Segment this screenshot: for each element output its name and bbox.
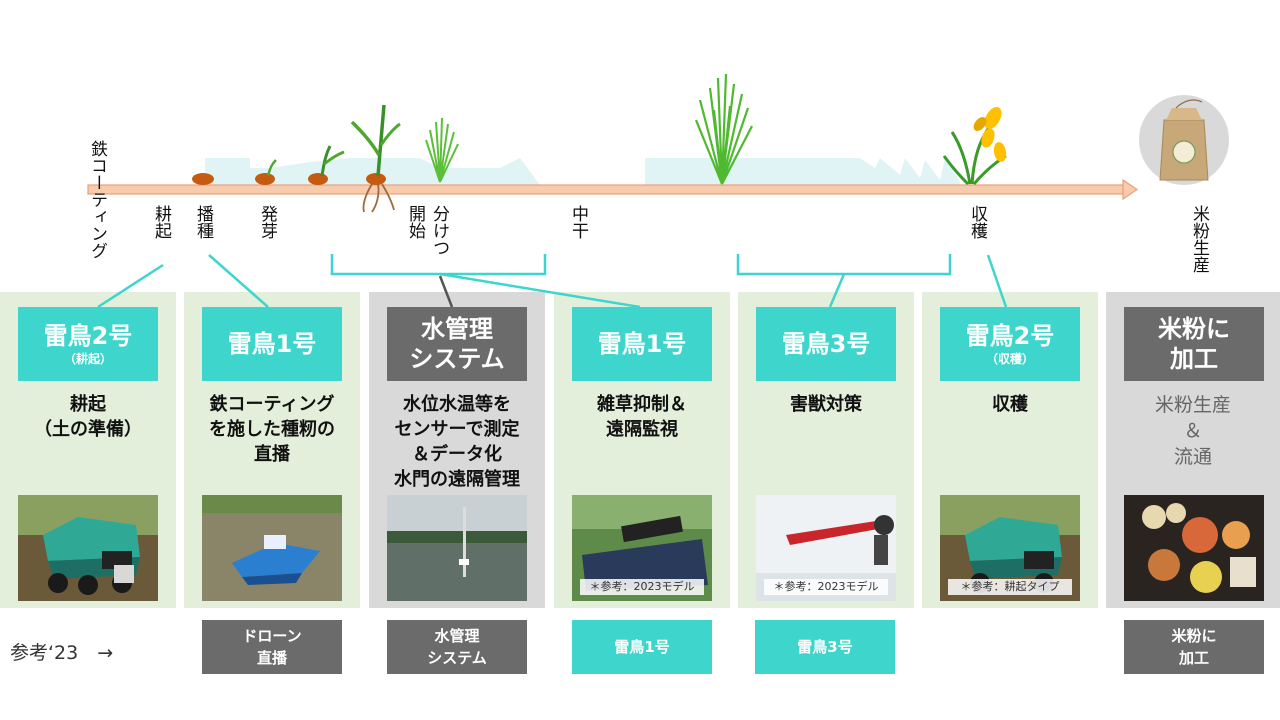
rice-ear-icon bbox=[942, 107, 1007, 186]
badge-raicho1-weed: 雷鳥1号 bbox=[572, 307, 712, 381]
ref-raicho1: 雷鳥1号 bbox=[572, 620, 712, 674]
badge-water-system: 水管理 システム bbox=[387, 307, 527, 381]
stage-label-kaishi: 開始 bbox=[405, 205, 425, 239]
column-description: 害獣対策 bbox=[790, 394, 862, 415]
badge-title: 雷鳥1号 bbox=[597, 330, 687, 358]
growth-stages bbox=[192, 73, 1229, 213]
rice-plant-icon bbox=[694, 73, 753, 185]
photo-robot-kouki bbox=[18, 495, 158, 601]
ref-raicho3: 雷鳥3号 bbox=[755, 620, 895, 674]
stage-label-hashu: 播種 bbox=[193, 205, 213, 239]
ref-water-system: 水管理 システム bbox=[387, 620, 527, 674]
column-description: 収穫 bbox=[992, 394, 1028, 415]
timeline-arrow bbox=[87, 178, 1139, 201]
badge-title: 雷鳥3号 bbox=[781, 330, 871, 358]
column-description: 耕起 （土の準備） bbox=[34, 394, 142, 440]
photo-raicho1: ＊参考：2023モデル bbox=[572, 495, 712, 601]
column-description: 米粉生産 ＆ 流通 bbox=[1154, 394, 1231, 468]
photo-caption: ＊参考：2023モデル bbox=[764, 579, 888, 595]
stage-label-bunketsu: 分けつ bbox=[429, 205, 449, 256]
column-harvest: 雷鳥2号 （収穫） 収穫 ＊参考：耕起タイプ bbox=[922, 292, 1098, 608]
rice-plant-icon bbox=[350, 104, 401, 213]
column-description: 雑草抑制＆ 遠隔監視 bbox=[597, 394, 687, 440]
column-hashu: 雷鳥1号 鉄コーティング を施した種籾の 直播 bbox=[184, 292, 360, 608]
column-description: 鉄コーティング を施した種籾の 直播 bbox=[209, 394, 335, 465]
ref-rice-flour: 米粉に 加工 bbox=[1124, 620, 1264, 674]
rice-plant-icon bbox=[425, 117, 459, 183]
badge-title: 水管理 システム bbox=[409, 315, 505, 373]
badge-rice-flour: 米粉に 加工 bbox=[1124, 307, 1264, 381]
badge-raicho2-kouki: 雷鳥2号 （耕起） bbox=[18, 307, 158, 381]
badge-subtitle: （収穫） bbox=[985, 352, 1034, 366]
photo-caption: ＊参考：2023モデル bbox=[580, 579, 704, 595]
photo-drone-paddy bbox=[202, 495, 342, 601]
ref-drone-direct-seeding: ドローン 直播 bbox=[202, 620, 342, 674]
stage-label-shukaku: 収穫 bbox=[967, 205, 987, 239]
column-pest-control: 雷鳥3号 害獣対策 ＊参考：2023モデル bbox=[738, 292, 914, 608]
photo-water-sensor bbox=[387, 495, 527, 601]
badge-title: 雷鳥2号 bbox=[43, 322, 133, 350]
photo-rice-flour-dishes bbox=[1124, 495, 1264, 601]
stage-label-nakaboshi: 中干 bbox=[568, 205, 588, 239]
photo-raicho3: ＊参考：2023モデル bbox=[756, 495, 896, 601]
column-weed-control: 雷鳥1号 雑草抑制＆ 遠隔監視 ＊参考：2023モデル bbox=[554, 292, 730, 608]
badge-subtitle: （耕起） bbox=[63, 352, 112, 366]
badge-raicho2-harvest: 雷鳥2号 （収穫） bbox=[940, 307, 1080, 381]
column-rice-flour: 米粉に 加工 米粉生産 ＆ 流通 bbox=[1106, 292, 1280, 608]
column-kouki: 雷鳥2号 （耕起） 耕起 （土の準備） bbox=[0, 292, 176, 608]
badge-raicho1-hashu: 雷鳥1号 bbox=[202, 307, 342, 381]
rice-seed-icon bbox=[192, 173, 214, 185]
badge-title: 雷鳥2号 bbox=[965, 322, 1055, 350]
drone-icon bbox=[202, 495, 342, 601]
badge-title: 米粉に 加工 bbox=[1158, 315, 1230, 373]
sprout-icon bbox=[308, 145, 345, 185]
photo-robot-harvest: ＊参考：耕起タイプ bbox=[940, 495, 1080, 601]
reference-label: 参考‘23 → bbox=[10, 642, 114, 664]
stage-label-kouki: 耕起 bbox=[151, 205, 171, 239]
rice-bag-icon bbox=[1139, 95, 1229, 185]
stage-label-komeko: 米粉生産 bbox=[1189, 205, 1209, 273]
sprout-icon bbox=[255, 159, 277, 185]
column-water-management: 水管理 システム 水位水温等を センサーで測定 ＆データ化 水門の遠隔管理 bbox=[369, 292, 545, 608]
stage-label-hatsuga: 発芽 bbox=[257, 205, 277, 239]
badge-title: 雷鳥1号 bbox=[227, 330, 317, 358]
badge-raicho3: 雷鳥3号 bbox=[756, 307, 896, 381]
stage-label-tetsu-coating: 鉄コーティング bbox=[87, 140, 107, 259]
robot-icon bbox=[18, 495, 158, 601]
photo-caption: ＊参考：耕起タイプ bbox=[948, 579, 1072, 595]
column-description: 水位水温等を センサーで測定 ＆データ化 水門の遠隔管理 bbox=[394, 394, 520, 490]
